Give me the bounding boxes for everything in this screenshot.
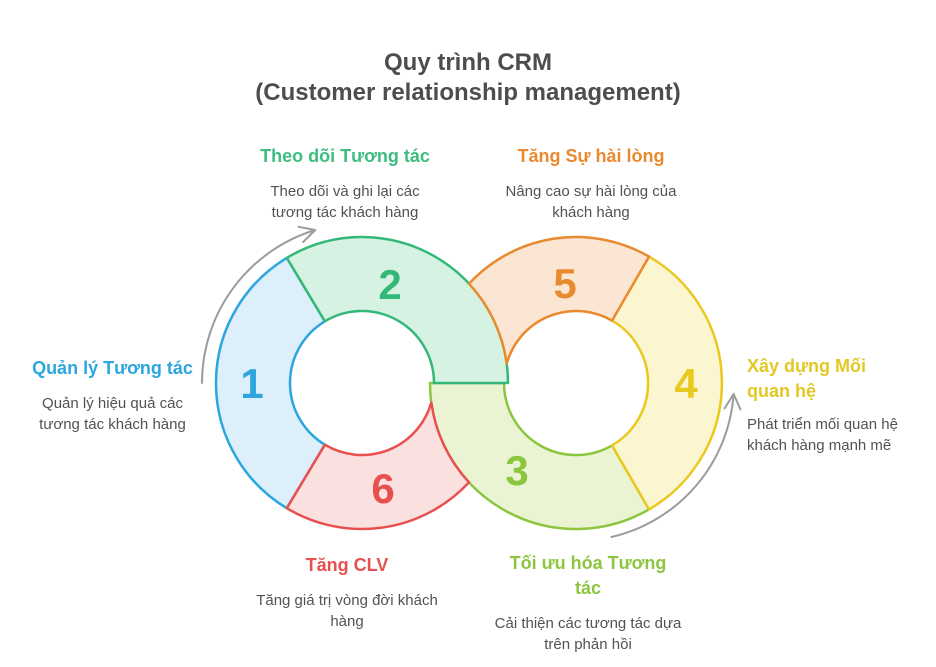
label-body: Quản lý hiệu quả các tương tác khách hàn…: [5, 393, 220, 435]
label-heading: Theo dõi Tương tác: [260, 146, 430, 166]
label-increase-satisfaction: Tăng Sự hài lòng Nâng cao sự hài lòng củ…: [461, 144, 721, 223]
label-body-line: tương tác khách hàng: [271, 204, 419, 221]
label-body-line: Phát triển mối quan hệ: [747, 416, 898, 433]
page-title: Quy trình CRM (Customer relationship man…: [0, 48, 936, 108]
flow-arrow-left: [201, 229, 317, 384]
segment-1-manage-interactions: [214, 256, 327, 510]
label-body-line: Theo dõi và ghi lại các: [270, 183, 420, 200]
segment-2-track-interactions: [285, 235, 510, 385]
segment-3-optimize-interactions: [428, 381, 651, 531]
flow-arrow-left-head: [297, 225, 317, 243]
segment-number-5: 5: [553, 260, 576, 307]
label-body-line: khách hàng mạnh mẽ: [747, 437, 892, 454]
label-heading-line: quan hệ: [747, 381, 817, 401]
label-body-line: Nâng cao sự hài lòng của: [505, 183, 677, 200]
label-body-line: trên phản hồi: [544, 636, 632, 653]
segment-number-3: 3: [505, 447, 528, 494]
flow-arrow-right: [610, 393, 735, 538]
flow-arrow-right-head: [723, 393, 742, 411]
segment-number-2: 2: [378, 261, 401, 308]
label-heading: Xây dựng Mối quan hệ: [747, 354, 933, 404]
segment-4-build-relationships: [610, 255, 724, 511]
label-heading-line: tác: [574, 578, 601, 598]
segment-5-increase-satisfaction: [467, 235, 651, 365]
label-body: Theo dõi và ghi lại các tương tác khách …: [215, 181, 475, 223]
label-track-interactions: Theo dõi Tương tác Theo dõi và ghi lại c…: [215, 144, 475, 223]
label-body: Nâng cao sự hài lòng của khách hàng: [461, 181, 721, 223]
label-body-line: Cải thiện các tương tác dựa: [494, 615, 682, 632]
label-heading: Tối ưu hóa Tương tác: [458, 551, 718, 601]
label-heading-line: Tối ưu hóa Tương: [509, 553, 667, 573]
label-heading: Quản lý Tương tác: [32, 358, 193, 378]
segment-number-4: 4: [674, 360, 698, 407]
label-increase-clv: Tăng CLV Tăng giá trị vòng đời khách hàn…: [217, 553, 477, 632]
label-heading-line: Xây dựng Mối: [747, 356, 867, 376]
segment-6-increase-clv: [285, 401, 471, 531]
title-line-1: Quy trình CRM: [384, 49, 552, 76]
label-build-relationships: Xây dựng Mối quan hệ Phát triển mối quan…: [747, 354, 933, 456]
label-body: Cải thiện các tương tác dựa trên phản hồ…: [458, 613, 718, 655]
title-line-2: (Customer relationship management): [255, 79, 681, 106]
label-body-line: hàng: [330, 613, 364, 630]
segment-number-1: 1: [240, 360, 263, 407]
segment-number-6: 6: [371, 465, 394, 512]
label-optimize-interactions: Tối ưu hóa Tương tác Cải thiện các tương…: [458, 551, 718, 655]
label-body: Phát triển mối quan hệ khách hàng mạnh m…: [747, 414, 933, 456]
label-body-line: khách hàng: [552, 204, 630, 221]
label-body-line: Quản lý hiệu quả các: [42, 395, 183, 412]
label-body: Tăng giá trị vòng đời khách hàng: [217, 590, 477, 632]
label-heading: Tăng CLV: [305, 555, 389, 575]
label-body-line: tương tác khách hàng: [39, 416, 186, 433]
label-manage-interactions: Quản lý Tương tác Quản lý hiệu quả các t…: [5, 356, 220, 435]
label-body-line: Tăng giá trị vòng đời khách: [256, 592, 438, 609]
label-heading: Tăng Sự hài lòng: [517, 146, 665, 166]
